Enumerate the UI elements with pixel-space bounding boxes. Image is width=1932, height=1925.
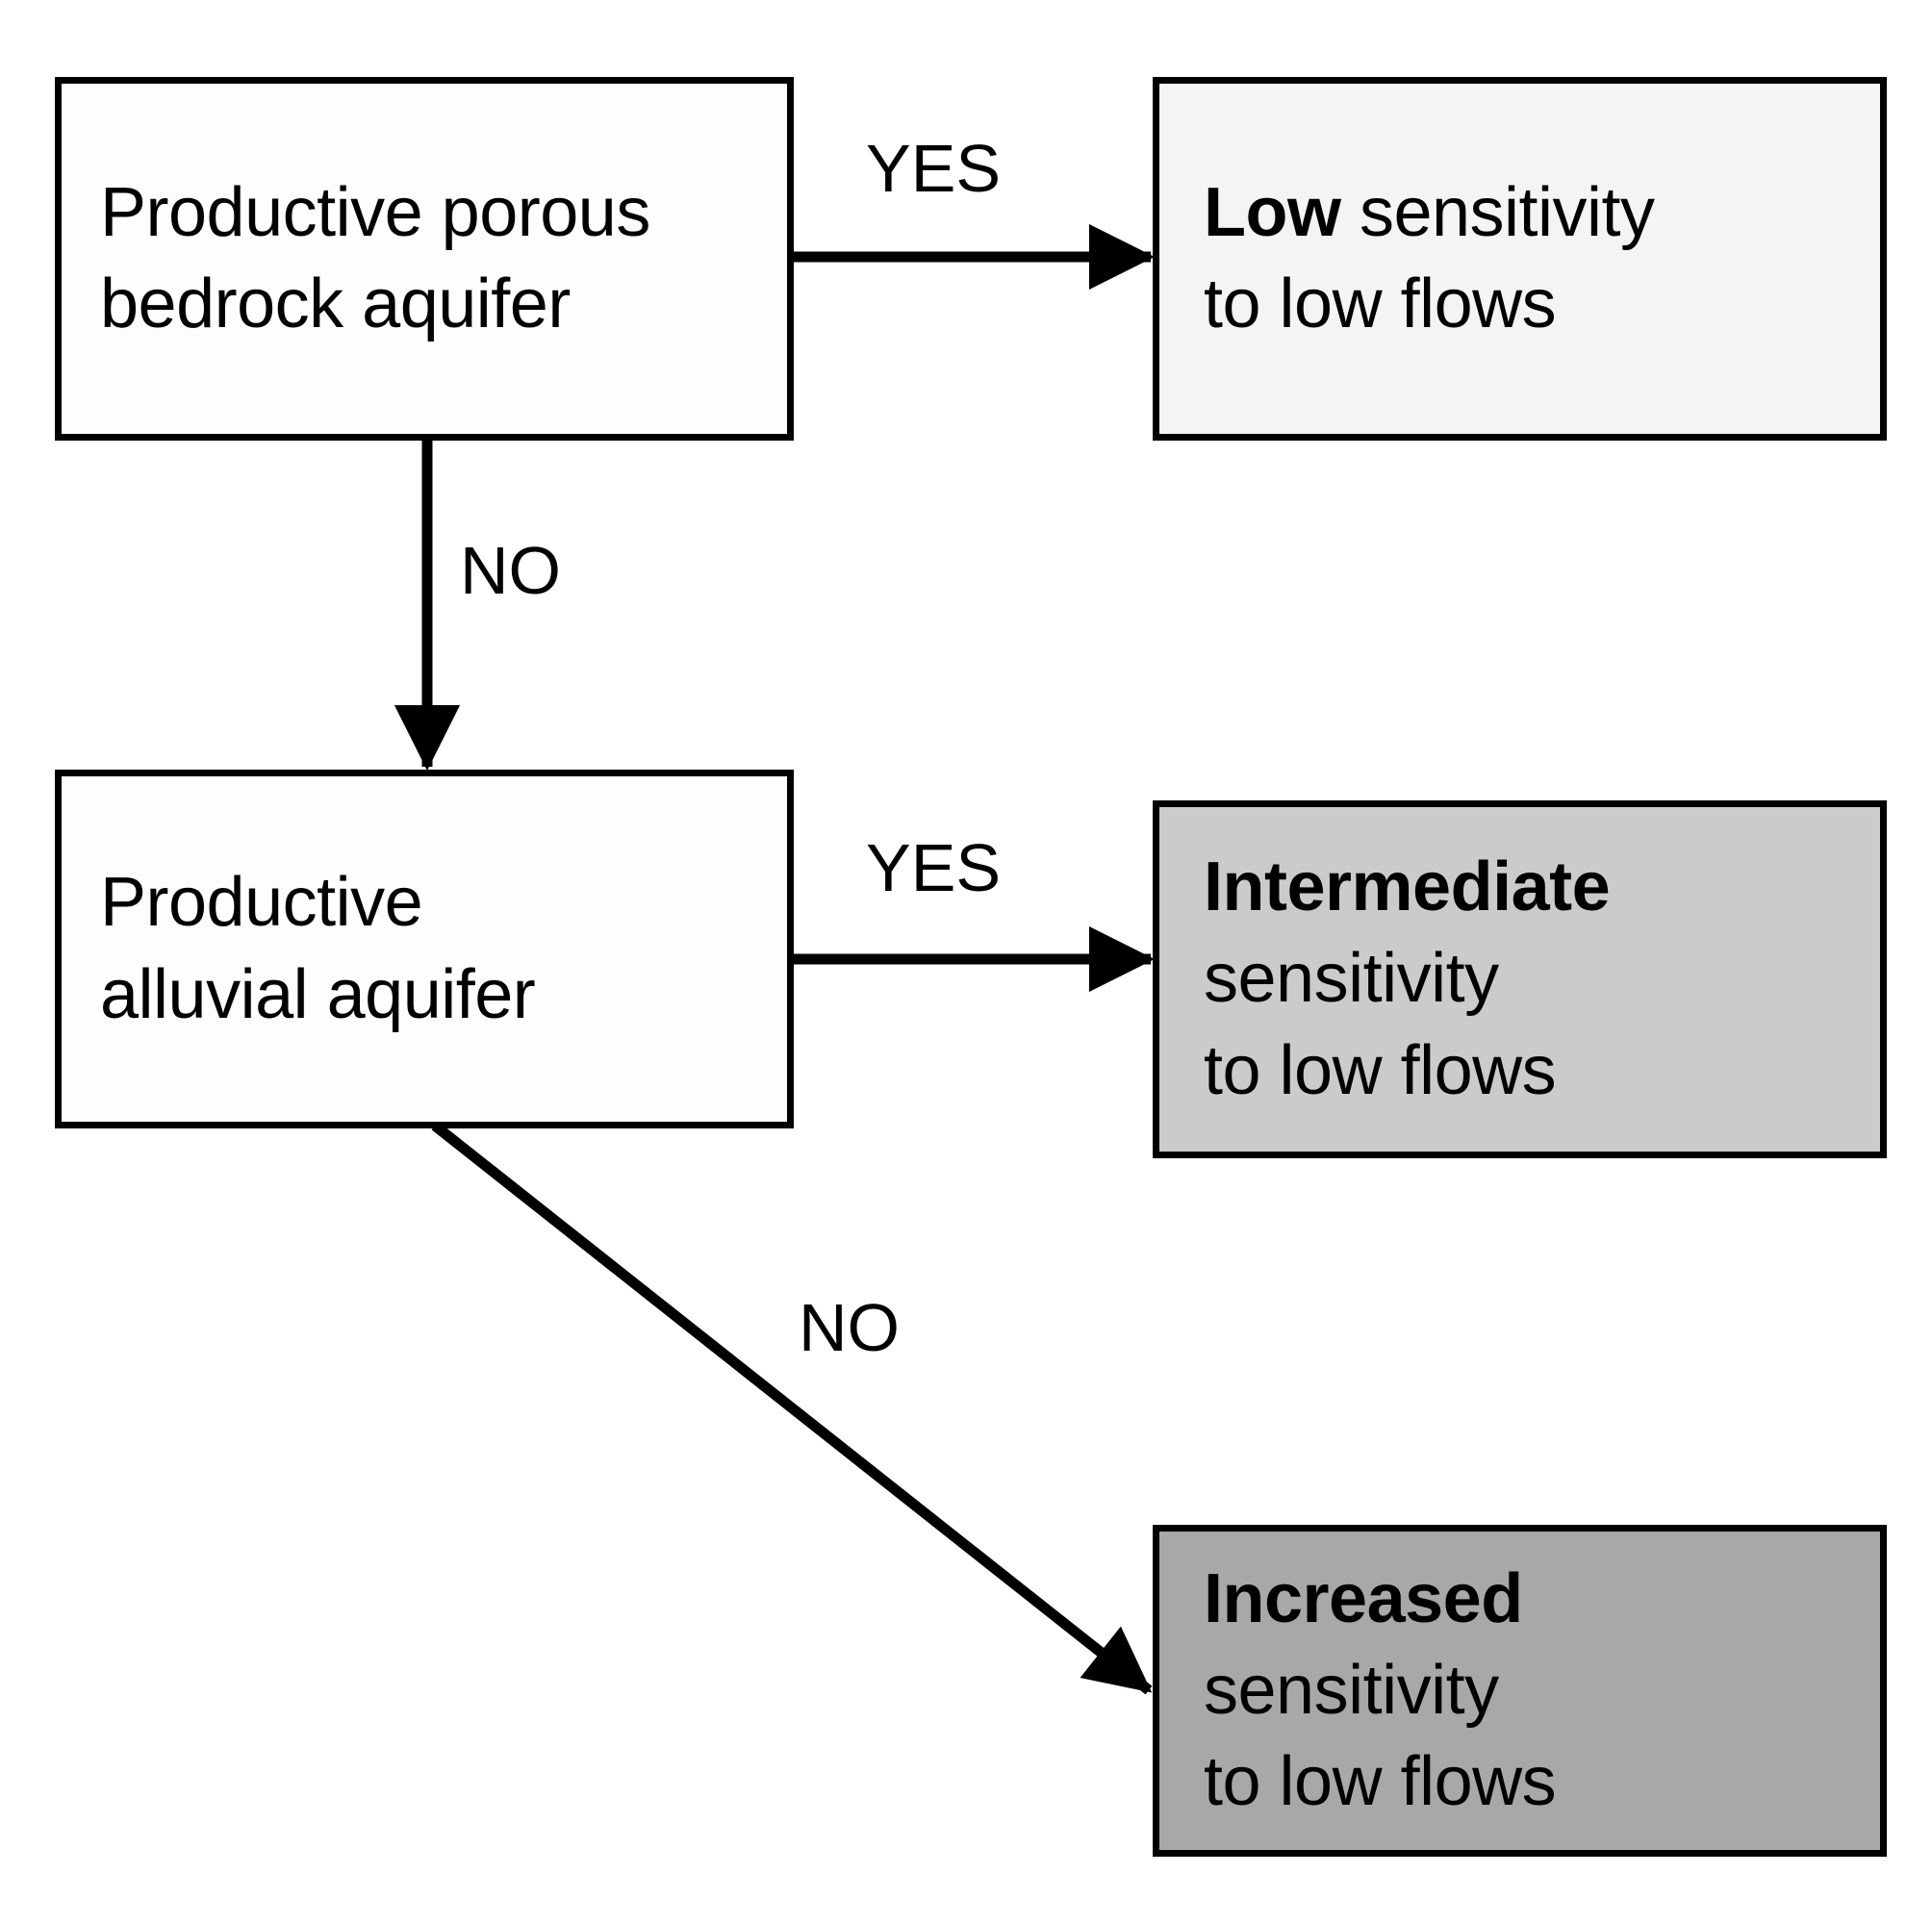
node-low-line-2: to low flows	[1204, 266, 1557, 342]
node-increased-sensitivity[interactable]: Increased sensitivity to low flows	[1153, 1525, 1887, 1857]
node-increased-line-2: sensitivity	[1204, 1651, 1499, 1729]
node-increased-emphasis: Increased	[1204, 1559, 1523, 1637]
node-low-line-1-rest: sensitivity	[1340, 173, 1655, 251]
node-increased-line-1: Increased	[1159, 1554, 1880, 1645]
node-intermediate-line-1: Intermediate	[1159, 842, 1880, 933]
node-intermediate-line-3: to low flows	[1204, 1031, 1557, 1109]
edge-no-alluvial-to-increased	[431, 1121, 1153, 1695]
node-productive-porous-bedrock-aquifer[interactable]: Productive porous bedrock aquifer	[55, 77, 794, 441]
node-productive-alluvial-aquifer[interactable]: Productive alluvial aquifer	[55, 770, 794, 1128]
node-low-line-1: Low sensitivity	[1159, 167, 1880, 259]
node-bedrock-line-2: bedrock aquifer	[100, 266, 571, 342]
node-intermediate-emphasis: Intermediate	[1204, 849, 1611, 926]
node-intermediate-line-2: sensitivity	[1204, 940, 1499, 1018]
node-bedrock-line-1: Productive porous	[100, 173, 650, 251]
node-low-sensitivity[interactable]: Low sensitivity to low flows	[1153, 77, 1887, 441]
node-intermediate-sensitivity[interactable]: Intermediate sensitivity to low flows	[1153, 800, 1887, 1158]
node-alluvial-line-1: Productive	[100, 864, 423, 942]
edge-label-no-alluvial: NO	[799, 1290, 900, 1365]
edge-label-no-bedrock: NO	[460, 533, 561, 608]
node-increased-line-3: to low flows	[1204, 1743, 1557, 1821]
edge-label-yes-alluvial: YES	[866, 830, 1002, 905]
edge-label-yes-bedrock: YES	[866, 131, 1002, 206]
node-alluvial-line-2: alluvial aquifer	[100, 955, 536, 1033]
node-low-emphasis: Low	[1204, 173, 1341, 251]
